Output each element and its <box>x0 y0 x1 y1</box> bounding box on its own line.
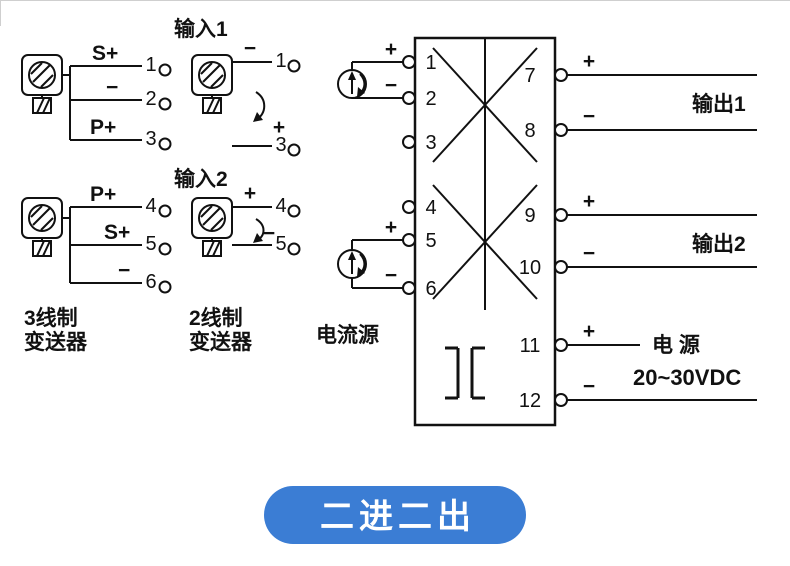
terminal-circle <box>402 200 416 214</box>
terminal-circle <box>287 242 301 256</box>
terminal-number: 4 <box>425 197 436 219</box>
wire-label: P+ <box>90 116 116 139</box>
polarity-label: + <box>385 38 397 61</box>
wire-label: − <box>118 259 130 282</box>
loop-arrowhead-icon <box>253 112 263 122</box>
transmitter-3wire-group1: S+ − P+ 1 2 3 <box>21 42 172 151</box>
loop-arrowhead-icon <box>253 233 263 243</box>
transmitter-3wire-icon <box>21 197 63 257</box>
transmitter-2wire-input1: 输入1 − 1 + 3 <box>174 17 301 157</box>
transmitter-3wire-icon <box>21 54 63 114</box>
terminal-circle <box>158 97 172 111</box>
terminal-number: 3 <box>275 134 286 156</box>
polarity-label: − <box>385 74 397 97</box>
terminal-number: 3 <box>425 132 436 154</box>
terminal-circle <box>287 204 301 218</box>
terminal-circle <box>158 63 172 77</box>
terminal-number: 7 <box>524 65 535 87</box>
polarity-label: + <box>583 190 595 213</box>
wire-label: − <box>106 76 118 99</box>
output-wiring: + − + − + − 输出1 输出2 电 源 20~30VDC <box>567 50 757 401</box>
terminal-circle <box>554 260 568 274</box>
terminal-circle <box>402 55 416 69</box>
terminal-circle <box>402 91 416 105</box>
output1-label: 输出1 <box>692 92 746 116</box>
current-source-channel2: + − <box>337 216 403 289</box>
terminal-number: 11 <box>520 335 541 357</box>
input2-title: 输入2 <box>174 167 228 191</box>
polarity-label: + <box>385 216 397 239</box>
terminal-number: 3 <box>145 128 156 150</box>
output2-label: 输出2 <box>692 232 746 256</box>
polarity-label: − <box>263 222 275 245</box>
terminal-number: 4 <box>275 195 286 217</box>
terminal-circle <box>554 123 568 137</box>
polarity-label: + <box>583 50 595 73</box>
polarity-label: + <box>583 320 595 343</box>
title-badge: 二进二出 <box>264 486 526 544</box>
current-source-arrowhead <box>348 71 356 80</box>
polarity-label: − <box>583 105 595 128</box>
wire-label: S+ <box>104 221 130 244</box>
terminal-number: 12 <box>519 390 541 412</box>
transmitter-3wire-group2: P+ S+ − 4 5 6 <box>21 183 172 294</box>
terminal-circle <box>554 68 568 82</box>
caption-current-source: 电流源 <box>316 323 379 347</box>
terminal-circle <box>158 280 172 294</box>
current-source-curve-arrowhead <box>357 267 365 277</box>
caption-3wire-line1: 3线制 <box>24 306 78 330</box>
current-source-arrowhead <box>348 251 356 260</box>
isolation-x-channel2 <box>432 184 538 300</box>
polarity-label: + <box>244 182 256 205</box>
terminal-circle <box>402 233 416 247</box>
transmitter-2wire-input2: 输入2 + 4 − 5 <box>174 167 301 257</box>
terminal-circle <box>158 204 172 218</box>
terminal-number: 5 <box>425 230 436 252</box>
terminal-number: 8 <box>524 120 535 142</box>
badge-label: 二进二出 <box>320 498 476 536</box>
terminal-circle <box>402 281 416 295</box>
caption-2wire-line2: 变送器 <box>189 330 253 354</box>
terminal-number: 6 <box>145 271 156 293</box>
terminal-number: 2 <box>425 88 436 110</box>
polarity-label: − <box>244 37 256 60</box>
terminal-circle <box>554 208 568 222</box>
terminal-circle <box>158 137 172 151</box>
caption-3wire-line2: 变送器 <box>24 330 88 354</box>
wire-label: S+ <box>92 42 118 65</box>
terminal-circle <box>554 338 568 352</box>
terminal-number: 6 <box>425 278 436 300</box>
transmitter-2wire-icon <box>191 54 233 114</box>
terminal-number: 5 <box>275 233 286 255</box>
terminal-circle <box>554 393 568 407</box>
isolation-x-channel1 <box>432 47 538 163</box>
power-range-label: 20~30VDC <box>633 365 741 390</box>
current-source-curve-arrowhead <box>357 87 365 97</box>
wire-label: P+ <box>90 183 116 206</box>
current-source-channel1: + − <box>337 38 403 99</box>
input1-title: 输入1 <box>174 17 228 41</box>
terminal-number: 2 <box>145 88 156 110</box>
terminal-number: 1 <box>425 52 436 74</box>
transformer-icon <box>445 346 485 400</box>
terminal-circle <box>402 135 416 149</box>
transmitter-2wire-icon <box>191 197 233 257</box>
terminal-circle <box>287 143 301 157</box>
caption-2wire-line1: 2线制 <box>189 306 243 330</box>
isolator-block: 1 2 3 4 5 6 7 8 9 10 11 12 <box>402 36 568 427</box>
terminal-number: 10 <box>519 257 541 279</box>
terminal-circle <box>158 242 172 256</box>
polarity-label: − <box>583 242 595 265</box>
polarity-label: − <box>385 264 397 287</box>
terminal-number: 4 <box>145 195 156 217</box>
polarity-label: + <box>273 116 285 139</box>
terminal-number: 1 <box>275 50 286 72</box>
terminal-circle <box>287 59 301 73</box>
power-label: 电 源 <box>652 334 700 357</box>
terminal-number: 9 <box>524 205 535 227</box>
terminal-number: 5 <box>145 233 156 255</box>
badge-background <box>264 486 526 544</box>
polarity-label: − <box>583 375 595 398</box>
terminal-number: 1 <box>145 54 156 76</box>
